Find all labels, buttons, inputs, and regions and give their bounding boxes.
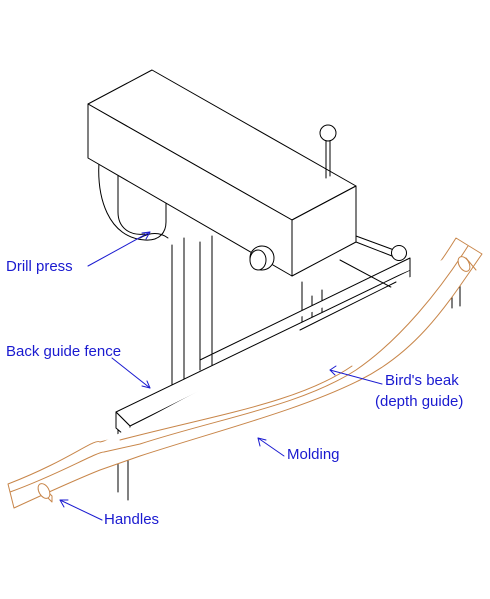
label-back-guide-fence: Back guide fence [6,343,122,360]
feed-handle [249,235,407,271]
handle-left [37,483,53,503]
label-molding: Molding [287,446,340,463]
label-birds-beak: Bird's beak [385,372,459,389]
motor-housing [98,149,169,241]
depth-lever [319,124,337,179]
label-handles: Handles [104,511,160,528]
leader-drill-press [87,231,151,267]
leader-handles [59,499,103,521]
leader-lines [59,231,383,521]
label-drill-press: Drill press [6,258,73,275]
drill-press-column [171,235,213,401]
leader-birds-beak [329,369,383,385]
leader-molding [257,437,285,457]
drill-press-head [87,69,357,277]
handle-right [457,256,477,272]
leader-back-guide-fence [111,357,151,389]
label-depth-guide: (depth guide) [375,393,464,410]
molding [7,237,483,509]
